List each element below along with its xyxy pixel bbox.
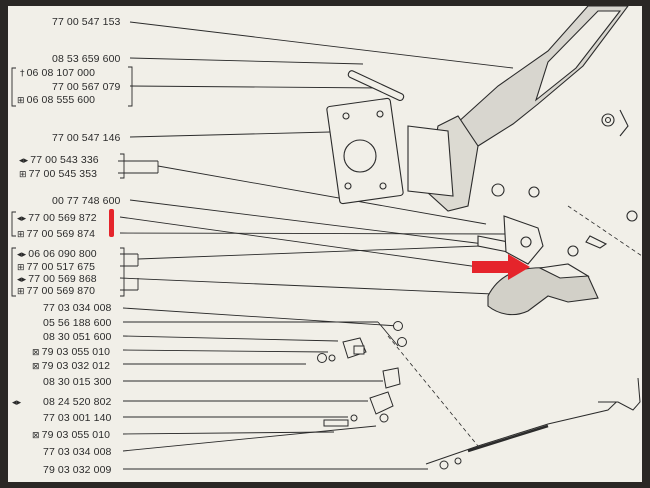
arrow-icon xyxy=(472,254,530,280)
part-number: 08 53 659 600 xyxy=(52,53,121,65)
part-number: 77 03 034 008 xyxy=(43,446,112,458)
part-number: 08 24 520 802 xyxy=(43,396,112,408)
part-number: †06 08 107 000 xyxy=(20,67,96,79)
part-number: ⊞06 08 555 600 xyxy=(17,94,96,106)
part-number: ◂▸77 00 569 872 xyxy=(17,212,97,224)
part-number: ⊞77 00 517 675 xyxy=(17,261,96,273)
part-number: 77 03 034 008 xyxy=(43,302,112,314)
exploded-view-diagram xyxy=(11,6,642,470)
part-number: 05 56 188 600 xyxy=(43,317,112,329)
part-number: ⊠79 03 032 012 xyxy=(32,360,111,372)
parts-catalog-page: 77 00 547 153 08 53 659 600 †06 08 107 0… xyxy=(8,6,642,482)
variant-symbol-icon: ⊞ xyxy=(17,263,25,273)
leader-lines xyxy=(11,21,544,470)
variant-symbol-icon: † xyxy=(20,69,25,79)
variant-symbol-icon: ⊞ xyxy=(19,170,27,180)
part-number: 77 00 567 079 xyxy=(52,81,121,93)
part-number: 77 00 547 146 xyxy=(52,132,121,144)
variant-symbol-icon: ◂▸ xyxy=(17,214,27,224)
part-number: 08 30 015 300 xyxy=(43,376,112,388)
linkage-parts xyxy=(317,321,641,470)
variant-symbol-icon: ⊠ xyxy=(32,362,40,372)
part-number: ⊠79 03 055 010 xyxy=(32,429,111,441)
variant-symbol-icon: ⊠ xyxy=(32,431,40,441)
part-number: ◂▸ xyxy=(12,396,23,409)
part-number: 08 30 051 600 xyxy=(43,331,112,343)
variant-symbol-icon: ◂▸ xyxy=(17,250,27,260)
part-number: ⊞77 00 569 870 xyxy=(17,285,96,297)
variant-symbol-icon: ⊞ xyxy=(17,287,25,297)
part-number: ◂▸77 00 543 336 xyxy=(19,154,99,166)
variant-symbol-icon: ◂▸ xyxy=(19,156,29,166)
part-number: 77 00 547 153 xyxy=(52,16,121,28)
part-number: ⊞77 00 545 353 xyxy=(19,168,98,180)
part-number: 77 03 001 140 xyxy=(43,412,112,424)
highlight-bar xyxy=(109,209,114,237)
part-number: ⊞77 00 569 874 xyxy=(17,228,96,240)
variant-symbol-icon: ⊞ xyxy=(17,230,25,240)
part-number: ◂▸77 00 569 868 xyxy=(17,273,97,285)
part-number: 00 77 748 600 xyxy=(52,195,121,207)
variant-symbol-icon: ⊠ xyxy=(32,348,40,358)
part-number: ⊠79 03 055 010 xyxy=(32,346,111,358)
dashed-guides xyxy=(387,205,642,447)
variant-symbol-icon: ⊞ xyxy=(17,96,25,106)
part-number: 79 03 032 009 xyxy=(43,464,112,476)
variant-symbol-icon: ◂▸ xyxy=(17,275,27,285)
variant-symbol-icon: ◂▸ xyxy=(12,398,22,408)
pedal-assembly xyxy=(326,6,638,316)
part-number: ◂▸06 06 090 800 xyxy=(17,248,97,260)
